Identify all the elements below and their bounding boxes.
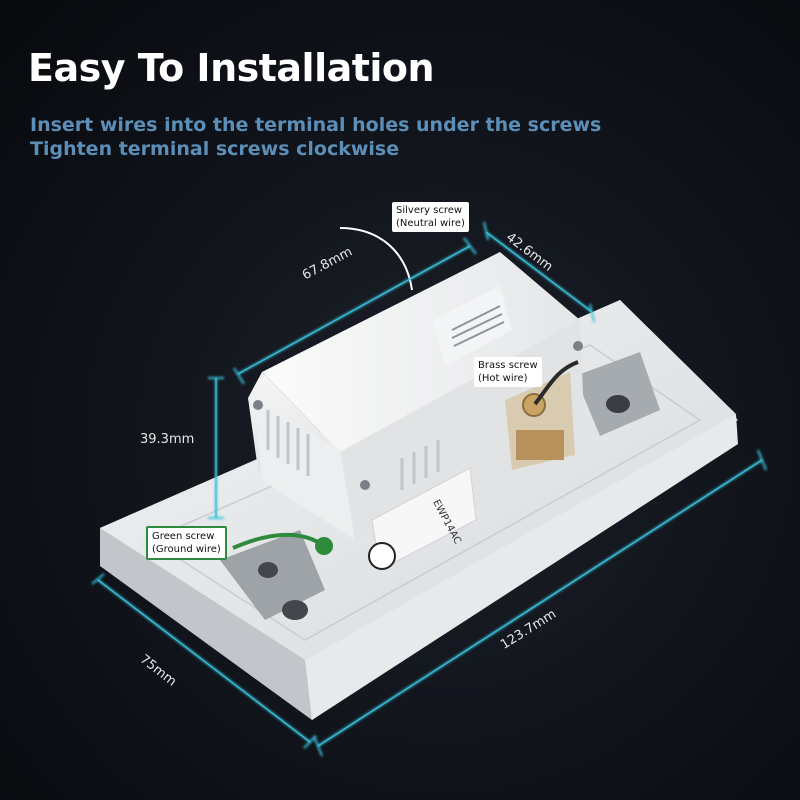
callout-green-title: Green screw	[152, 531, 215, 542]
callout-silvery-title: Silvery screw	[396, 205, 463, 216]
subtitle-line-1: Insert wires into the terminal holes und…	[30, 114, 602, 136]
callout-brass-sub: (Hot wire)	[478, 373, 528, 384]
ul-logo	[368, 542, 396, 570]
silvery-pointer	[339, 227, 413, 291]
right-bracket	[575, 352, 660, 436]
callout-silvery-sub: (Neutral wire)	[396, 218, 465, 229]
ground-bracket	[220, 530, 333, 620]
dimension-lines-core	[97, 231, 763, 747]
callout-green-screw: Green screw (Ground wire)	[146, 526, 227, 560]
callout-brass-title: Brass screw	[478, 360, 538, 371]
page-title: Easy To Installation	[28, 46, 435, 90]
callout-brass-screw: Brass screw (Hot wire)	[474, 357, 542, 387]
receptacle-body	[248, 252, 585, 571]
callout-green-sub: (Ground wire)	[152, 544, 221, 555]
subtitle-line-2: Tighten terminal screws clockwise	[30, 138, 400, 160]
callout-silvery-screw: Silvery screw (Neutral wire)	[392, 202, 469, 232]
dimension-height: 39.3mm	[140, 432, 195, 447]
brass-terminal	[505, 360, 579, 470]
